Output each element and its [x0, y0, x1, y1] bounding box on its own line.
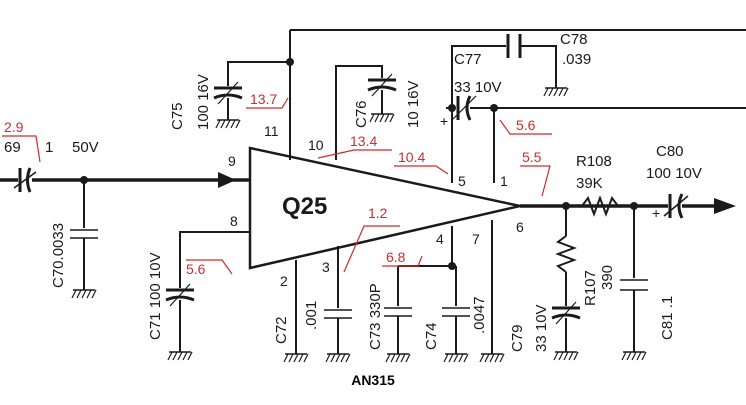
c72-label: C72 [273, 316, 290, 344]
c81-label: C81 .1 [659, 296, 676, 340]
input-arrow [218, 172, 236, 188]
r108-value: 39K [576, 175, 603, 192]
c79-value: 33 10V [533, 304, 550, 352]
pin-3: 3 [322, 259, 330, 275]
pin4-voltage-reading: 6.8 [386, 249, 406, 265]
c75-value: 100 16V [195, 74, 212, 130]
c78-value: .039 [562, 51, 591, 68]
c77-value: 33 10V [454, 79, 502, 96]
c71-capacitor [165, 283, 195, 307]
c80-capacitor [663, 193, 689, 219]
r108-resistor [581, 195, 619, 217]
pin-9: 9 [228, 153, 236, 169]
r108-label: R108 [576, 153, 612, 170]
pin-7: 7 [472, 231, 480, 247]
c80-value: 100 10V [646, 165, 702, 182]
input-cap-voltage: 50V [72, 139, 99, 156]
pin-5: 5 [458, 173, 466, 189]
c76-value: 10 16V [405, 80, 422, 128]
pin-1: 1 [500, 173, 508, 189]
c77-plus: + [440, 113, 448, 129]
c71-label: C71 100 10V [147, 252, 164, 340]
pin-8: 8 [230, 213, 238, 229]
c75-capacitor [213, 81, 243, 105]
pin-10: 10 [308, 137, 324, 153]
c70-label: C70.0033 [50, 223, 67, 288]
chip-label: Q25 [282, 193, 327, 220]
pin11-voltage-reading: 13.7 [250, 91, 277, 107]
c74-value: .0047 [471, 296, 488, 334]
c80-plus: + [652, 205, 660, 221]
input-cap-name: 69 [4, 139, 21, 156]
c80-label: C80 [656, 143, 684, 160]
c75-label: C75 [169, 102, 186, 130]
c78-label: C78 [560, 31, 588, 48]
pin6-voltage-reading: 5.5 [522, 149, 542, 165]
pin-11: 11 [264, 123, 279, 139]
amplifier-triangle [248, 146, 521, 270]
c79-capacitor [551, 301, 581, 325]
input-voltage-reading: 2.9 [4, 119, 24, 135]
input-capacitor [13, 167, 37, 193]
pin8-voltage-reading: 5.6 [186, 261, 206, 277]
pin5-voltage-reading: 10.4 [398, 149, 425, 165]
c77-label: C77 [454, 51, 482, 68]
chip-part-number: AN315 [351, 372, 395, 388]
c76-capacitor [367, 73, 397, 97]
input-cap-value: 1 [45, 139, 53, 156]
c73-label: C73 330P [367, 283, 384, 350]
pin1-voltage-reading: 5.6 [516, 117, 536, 133]
c77-capacitor [451, 95, 477, 121]
r107-label: R107 [582, 270, 599, 306]
r107-resistor [555, 235, 577, 273]
c79-label: C79 [509, 324, 526, 352]
c72-value: .001 [303, 301, 320, 330]
output-arrow [714, 198, 736, 214]
r107-value: 390 [599, 265, 616, 290]
pin10-voltage-reading: 13.4 [350, 133, 377, 149]
pin-6: 6 [516, 219, 524, 235]
pin-4: 4 [436, 231, 444, 247]
c78-capacitor [506, 34, 522, 58]
pin3-voltage-reading: 1.2 [368, 205, 388, 221]
c76-label: C76 [353, 100, 370, 128]
pin-2: 2 [280, 273, 288, 289]
c74-label: C74 [423, 322, 440, 350]
